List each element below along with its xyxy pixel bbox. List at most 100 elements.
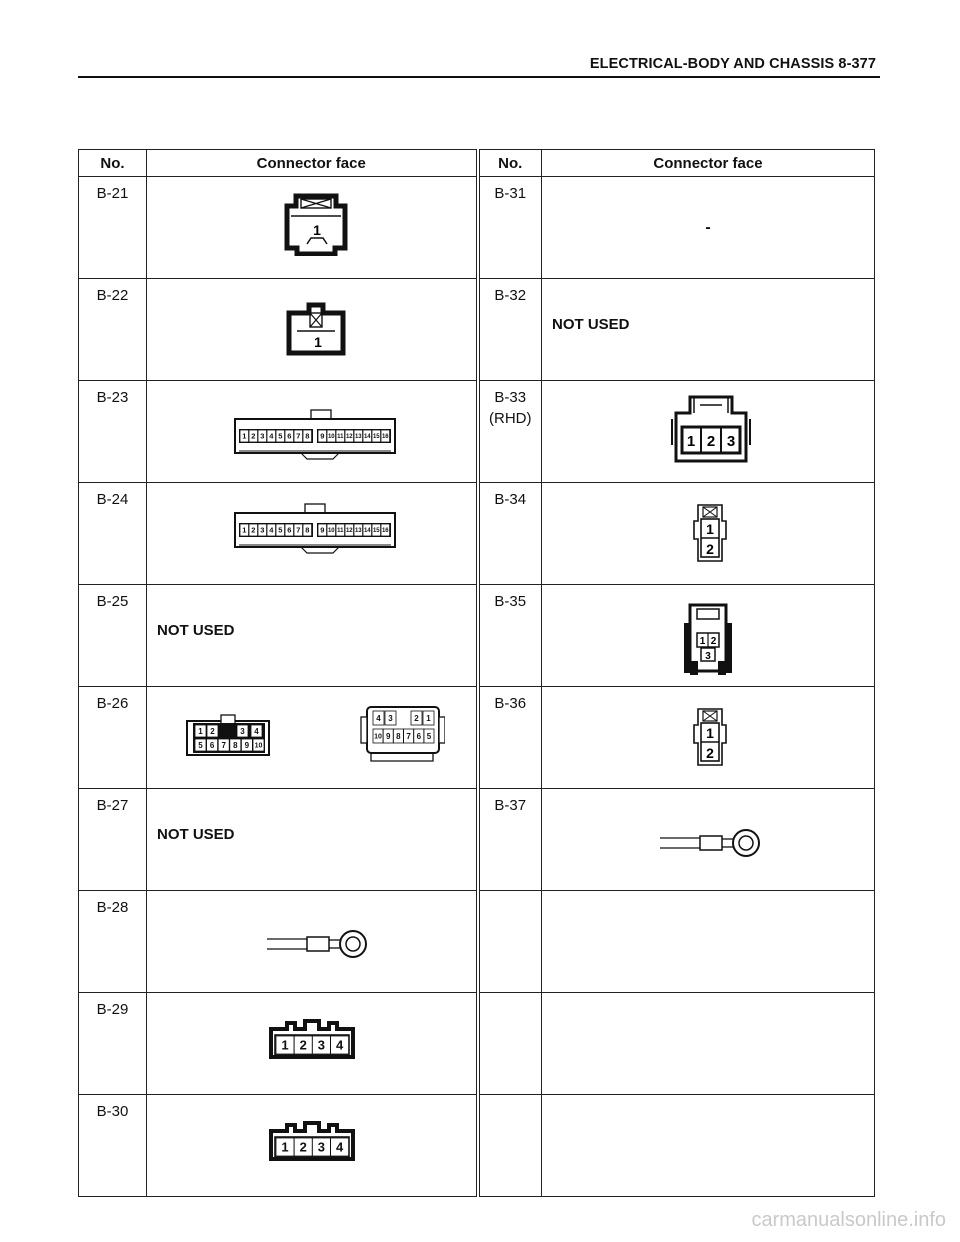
watermark: carmanualsonline.info — [751, 1209, 946, 1231]
pin-label: 3 — [260, 526, 264, 535]
pin-label: 1 — [706, 521, 714, 537]
not-used-label: NOT USED — [157, 622, 235, 639]
pin-cell — [229, 738, 242, 752]
pin-cell — [302, 523, 313, 537]
pin-cell — [380, 523, 391, 537]
pin-cell — [422, 710, 435, 726]
pin-label: 8 — [305, 526, 309, 535]
pin-label: 9 — [320, 526, 324, 535]
pin-label: 3 — [727, 433, 735, 450]
pin-cell — [372, 710, 385, 726]
page-header: ELECTRICAL-BODY AND CHASSIS 8-377 — [78, 56, 880, 78]
page-title: ELECTRICAL-BODY AND CHASSIS 8-377 — [589, 56, 876, 72]
connector-face-b37 — [542, 789, 874, 890]
pin-cell — [194, 724, 207, 738]
pin-cell — [423, 728, 435, 744]
connector-1pin-diagram: 1 — [284, 193, 348, 256]
pin-label: 2 — [300, 1038, 307, 1053]
not-used-label: NOT USED — [552, 316, 630, 333]
connector-number: B-27 — [96, 797, 129, 814]
pin-label: 1 — [281, 1038, 288, 1053]
pin-label: 3 — [318, 1038, 325, 1053]
pin-label: 10 — [374, 734, 382, 741]
not-used-label: NOT USED — [157, 826, 235, 843]
pin-label: 7 — [296, 432, 300, 441]
pin-label: 10 — [328, 434, 335, 440]
pin-cell — [302, 429, 313, 443]
pin-label: 7 — [221, 741, 226, 750]
pin-label: 1 — [281, 1140, 288, 1155]
pin-label: 5 — [198, 741, 203, 750]
pin-cell — [380, 429, 391, 443]
table-row: B-21 1 B-31 - — [78, 176, 875, 279]
pin-label: 9 — [320, 432, 324, 441]
pin-label: 13 — [355, 528, 362, 534]
connector-number: B-22 — [96, 287, 129, 304]
pin-label: 2 — [706, 745, 714, 761]
pin-label: 6 — [417, 732, 422, 741]
pin-label: 4 — [336, 1038, 344, 1053]
connector-number: B-32 — [494, 287, 527, 304]
pin-label: 15 — [373, 434, 380, 440]
pin-cell — [241, 738, 253, 752]
pin-label: 1 — [198, 727, 203, 736]
connector-number: B-30 — [96, 1103, 129, 1120]
connector-face-b22: 1 — [147, 279, 476, 380]
connector-table: No. Connector face No. Connector face B-… — [78, 149, 875, 1197]
pin-cell — [330, 1035, 349, 1055]
pin-label: 2 — [251, 526, 255, 535]
pin-label: 11 — [337, 434, 344, 440]
pin-cell — [206, 724, 219, 738]
pin-label: 1 — [426, 714, 431, 723]
pin-label: 2 — [300, 1140, 307, 1155]
connector-variant: (RHD) — [489, 410, 532, 427]
pin-label: 12 — [346, 434, 353, 440]
pin-label: 3 — [388, 714, 393, 723]
ring-terminal-icon — [660, 829, 760, 857]
pin-cell — [252, 738, 265, 752]
connector-1pin-diagram: 1 — [286, 302, 346, 356]
connector-number — [480, 993, 542, 999]
table-header-row: No. Connector face No. Connector face — [78, 149, 875, 177]
connector-number: B-37 — [494, 797, 527, 814]
pin-label: 1 — [314, 334, 322, 350]
table-row: B-28 — [78, 890, 875, 993]
pin-label: 14 — [364, 528, 371, 534]
pin-label: 5 — [427, 732, 432, 741]
pin-cell — [217, 738, 230, 752]
pin-label: 9 — [386, 732, 391, 741]
pin-label: 6 — [287, 526, 291, 535]
pin-label: 1 — [242, 432, 246, 441]
pin-label: 1 — [687, 433, 695, 450]
pin-label: 3 — [705, 651, 711, 662]
pin-label: 2 — [707, 433, 715, 450]
connector-number: B-28 — [96, 899, 129, 916]
pin-label: 10 — [328, 528, 335, 534]
pin-label: 10 — [255, 743, 263, 750]
pin-label: 12 — [346, 528, 353, 534]
col-header-no: No. — [78, 149, 147, 177]
pin-cell — [236, 724, 249, 738]
pin-label: 7 — [296, 526, 300, 535]
pin-label: 2 — [251, 432, 255, 441]
connector-number: B-25 — [96, 593, 129, 610]
connector-number: B-21 — [96, 185, 129, 202]
connector-3pin-diagram: 1 2 3 — [684, 603, 732, 675]
pin-cell — [410, 710, 423, 726]
pin-label: 2 — [706, 541, 714, 557]
pin-label: 5 — [278, 432, 282, 441]
col-header-no: No. — [475, 149, 542, 177]
pin-label: 3 — [240, 727, 245, 736]
connector-number: B-24 — [96, 491, 129, 508]
